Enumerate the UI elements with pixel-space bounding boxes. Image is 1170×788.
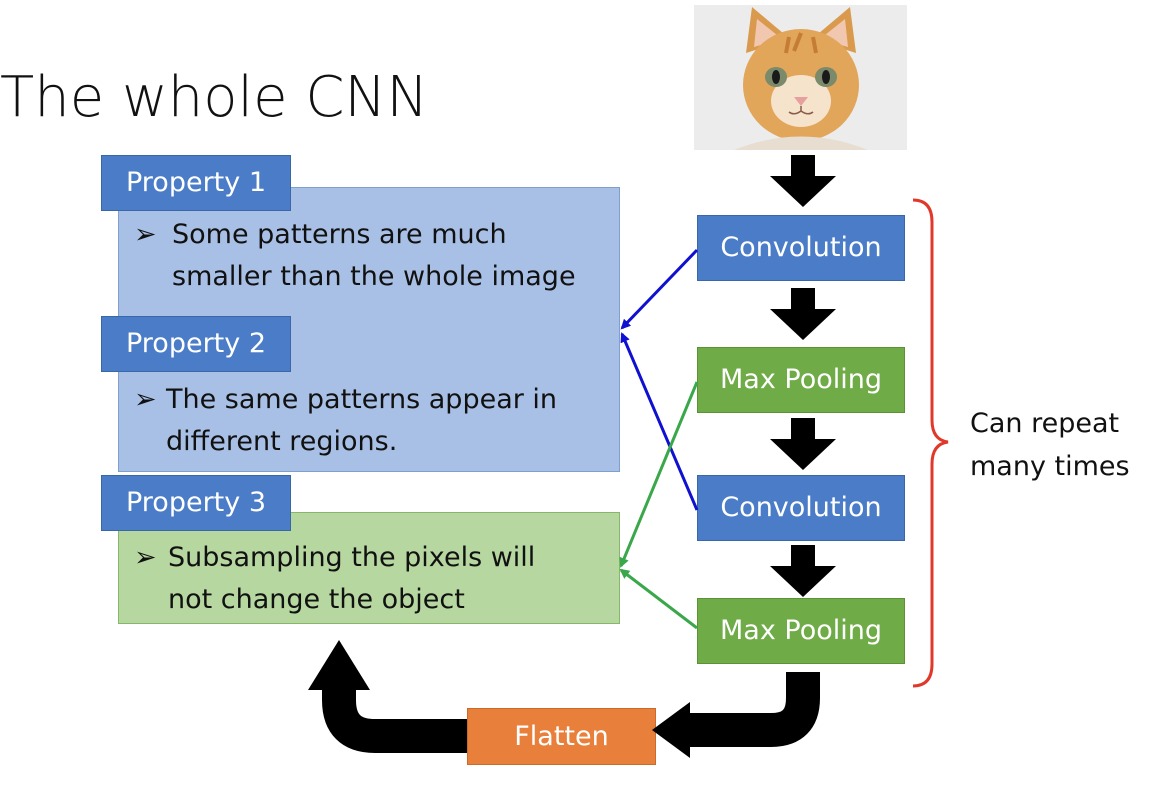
property-2-bullet: ➢ The same patterns appear in different … (134, 379, 614, 463)
property-1-bullet: ➢ Some patterns are much smaller than th… (134, 214, 614, 298)
property-3-line-2: not change the object (168, 584, 465, 615)
repeat-note-line-2: many times (970, 451, 1130, 482)
repeat-note: Can repeat many times (970, 402, 1170, 488)
pool2-link (619, 568, 698, 630)
conv2-link (620, 332, 699, 511)
flow-to-flatten-arrow (690, 672, 820, 747)
repeat-note-line-1: Can repeat (970, 408, 1120, 439)
kitten-image (694, 5, 907, 150)
repeat-brace (912, 198, 949, 688)
property-2-line-2: different regions. (166, 426, 398, 457)
property-3-tag: Property 3 (101, 475, 291, 531)
property-1-tag: Property 1 (101, 155, 291, 211)
down-arrow-icon (770, 155, 836, 207)
property-2-tag: Property 2 (101, 316, 291, 372)
slide-title: The whole CNN (0, 65, 429, 130)
arrowhead-bullet-icon: ➢ (134, 219, 157, 250)
conv1-link (620, 248, 699, 330)
property-1-line-1: Some patterns are much (172, 219, 507, 250)
arrowhead-bullet-icon: ➢ (134, 542, 157, 573)
convolution-block-2: Convolution (697, 475, 905, 541)
property-3-bullet: ➢ Subsampling the pixels will not change… (134, 537, 614, 621)
property-3-line-1: Subsampling the pixels will (168, 542, 536, 573)
flatten-block: Flatten (467, 708, 656, 765)
down-arrow-icon (770, 545, 836, 597)
property-2-line-1: The same patterns appear in (166, 384, 558, 415)
property-1-line-2: smaller than the whole image (172, 261, 576, 292)
down-arrow-icon (770, 288, 836, 340)
arrowhead-bullet-icon: ➢ (134, 384, 157, 415)
max-pooling-block-2: Max Pooling (697, 598, 905, 664)
pool1-link (619, 381, 699, 568)
convolution-block-1: Convolution (697, 215, 905, 281)
down-arrow-icon (770, 418, 836, 470)
max-pooling-block-1: Max Pooling (697, 347, 905, 413)
flow-to-properties-arrow (322, 690, 467, 753)
